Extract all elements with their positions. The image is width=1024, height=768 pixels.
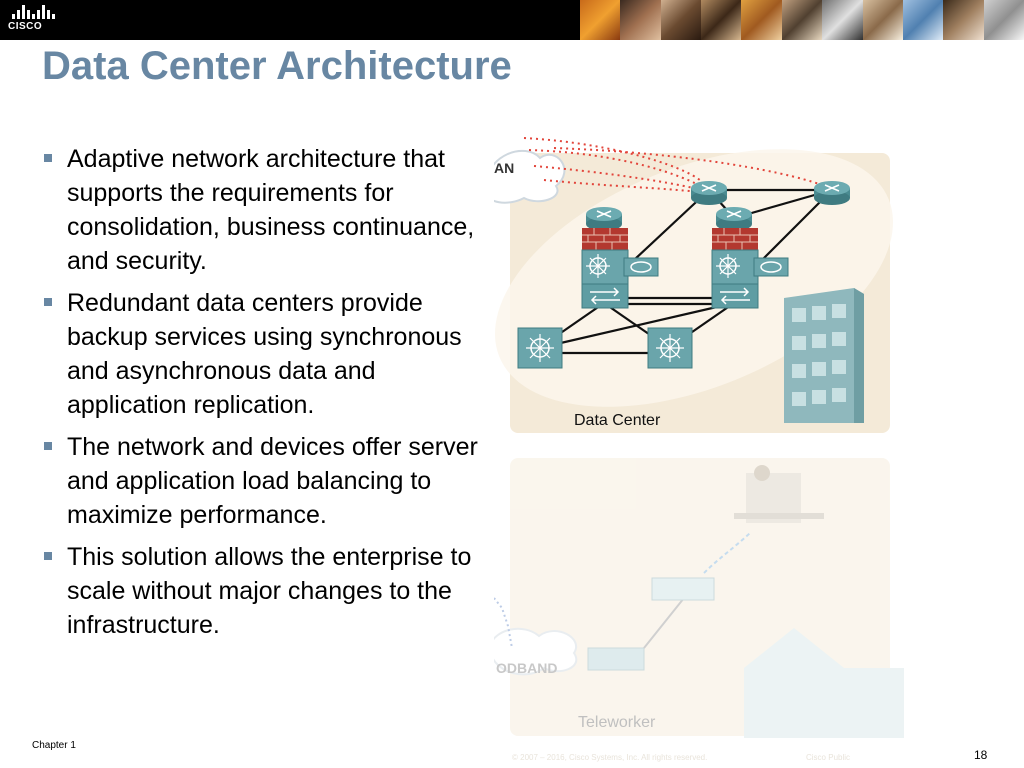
router-icon xyxy=(691,181,727,205)
bullet-square-icon xyxy=(44,154,52,162)
content-switch-icon xyxy=(753,257,789,277)
broadband-modem-icon xyxy=(587,647,645,671)
bullet-item: The network and devices offer server and… xyxy=(42,430,492,532)
bullet-text: The network and devices offer server and… xyxy=(67,433,478,529)
wan-label: AN xyxy=(494,160,514,176)
bullet-square-icon xyxy=(44,298,52,306)
bullet-text: This solution allows the enterprise to s… xyxy=(67,543,472,639)
bullet-item: Adaptive network architecture that suppo… xyxy=(42,142,492,278)
switch-icon xyxy=(711,283,759,309)
wan-links xyxy=(523,137,831,193)
slide-title: Data Center Architecture xyxy=(42,44,512,88)
multilayer-switch-icon xyxy=(517,327,563,369)
multilayer-switch-icon xyxy=(647,327,693,369)
house-icon xyxy=(744,628,904,738)
broadband-label: ODBAND xyxy=(496,660,557,676)
header-photo-strip xyxy=(580,0,1024,40)
cisco-logo-text: CISCO xyxy=(8,21,43,32)
bullet-square-icon xyxy=(44,552,52,560)
page-number: 18 xyxy=(974,748,988,762)
switch-icon xyxy=(581,283,629,309)
header-bar: CISCO xyxy=(0,0,1024,40)
bullet-text: Adaptive network architecture that suppo… xyxy=(67,145,475,275)
teleworker-panel xyxy=(494,458,904,738)
cisco-logo-bars xyxy=(12,5,60,19)
router-icon xyxy=(586,207,622,231)
bullet-square-icon xyxy=(44,442,52,450)
wan-cloud-icon xyxy=(494,149,566,204)
bullet-item: This solution allows the enterprise to s… xyxy=(42,540,492,642)
footer-classification: Cisco Public xyxy=(806,753,851,762)
wireless-router-icon xyxy=(651,577,715,601)
firewall-icon xyxy=(582,228,628,250)
footer-copyright: © 2007 – 2016, Cisco Systems, Inc. All r… xyxy=(512,753,708,762)
footer-chapter: Chapter 1 xyxy=(32,740,76,751)
datacenter-label: Data Center xyxy=(574,412,661,429)
bullet-list: Adaptive network architecture that suppo… xyxy=(42,142,492,650)
network-diagram: AN xyxy=(494,137,904,738)
firewall-icon xyxy=(712,228,758,250)
multilayer-switch-icon xyxy=(581,249,629,285)
teleworker-label: Teleworker xyxy=(578,714,656,731)
router-icon xyxy=(716,207,752,231)
content-switch-icon xyxy=(623,257,659,277)
office-building-icon xyxy=(784,288,864,423)
multilayer-switch-icon xyxy=(711,249,759,285)
bullet-item: Redundant data centers provide backup se… xyxy=(42,286,492,422)
router-icon xyxy=(814,181,850,205)
teleworker-desk-icon xyxy=(734,465,824,523)
bullet-text: Redundant data centers provide backup se… xyxy=(67,289,462,419)
cisco-logo: CISCO xyxy=(8,5,60,35)
